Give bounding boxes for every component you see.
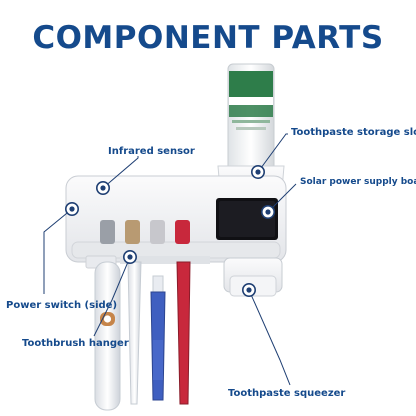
solar-panel: [216, 198, 278, 240]
toothbrush-white: [127, 261, 142, 405]
label-toothpaste-slot: Toothpaste storage slot: [291, 127, 416, 138]
label-infrared-sensor: Infrared sensor: [108, 146, 195, 157]
label-power-switch: Power switch (side): [6, 300, 118, 311]
toothbrush-red: [176, 261, 191, 405]
label-toothpaste-squeezer: Toothpaste squeezer: [228, 388, 346, 399]
toothbrush-slots: [100, 220, 190, 244]
squeezer-unit: [223, 257, 283, 297]
markers: [65, 165, 275, 297]
marker-dot-icon: [65, 202, 80, 217]
marker-dot-icon: [251, 165, 266, 180]
leader-squeezer: [248, 289, 291, 386]
leader-infrared: [102, 156, 139, 189]
label-toothbrush-hanger: Toothbrush hanger: [22, 338, 129, 349]
page-title: COMPONENT PARTS: [32, 20, 384, 56]
marker-dot-icon: [242, 282, 257, 297]
leader-power-switch: [43, 208, 73, 294]
toothbrush-blue: [150, 275, 166, 401]
marker-dot-icon: [96, 181, 111, 196]
leader-hanger: [93, 256, 131, 337]
marker-dot-icon: [123, 250, 138, 265]
label-solar-board: Solar power supply board: [300, 177, 416, 187]
leader-toothpaste-slot: [257, 133, 288, 173]
marker-dot-icon: [260, 205, 275, 220]
toothpaste-tube: [227, 63, 275, 173]
toothbrush-electric: [94, 261, 121, 411]
